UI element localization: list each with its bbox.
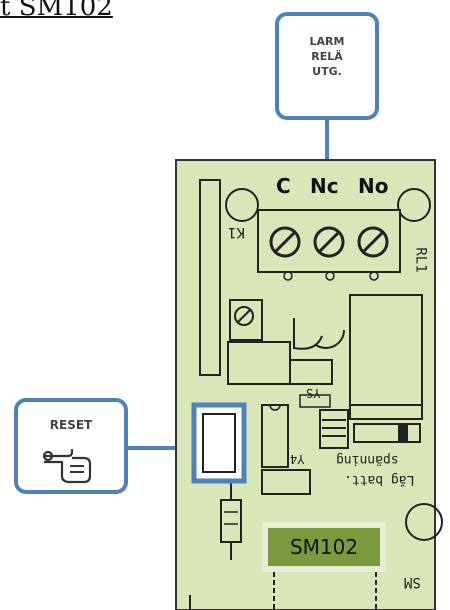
reset-callout-label: RESET	[49, 418, 93, 432]
silk-low-batt: Låg batt.	[344, 472, 415, 487]
chip-u1	[261, 404, 289, 468]
silk-k1: K1	[228, 224, 245, 240]
silk-y4: Y4	[290, 452, 305, 466]
page-title-fragment: t SM102	[0, 0, 113, 22]
terminal-label-c: C	[276, 174, 291, 198]
module-label-plate: SM102	[262, 522, 386, 572]
mounting-hole-bottom-right	[405, 503, 443, 541]
trimmer-pot	[229, 299, 263, 341]
mounting-hole-top-left	[225, 188, 259, 222]
resistor-vertical	[220, 499, 242, 543]
mounting-hole-top-right	[397, 188, 431, 222]
component-block	[227, 341, 291, 385]
pointing-hand-icon	[42, 448, 92, 484]
resistor-ys	[289, 359, 333, 385]
diode	[353, 423, 421, 443]
module-label: SM102	[289, 535, 359, 559]
silk-spanning: spänning	[336, 452, 399, 467]
terminal-screw-nc	[313, 226, 345, 258]
transistor-outline	[293, 318, 323, 350]
terminal-screw-no	[357, 226, 389, 258]
terminal-screw-c	[269, 226, 301, 258]
left-strip	[199, 179, 221, 376]
reset-button-body	[202, 413, 236, 473]
relay-output-callout: LARM RELÄ UTG.	[275, 12, 379, 120]
silk-sm: SM	[404, 574, 421, 590]
relay-component	[349, 294, 423, 406]
relay-callout-line-2: RELÄ	[311, 50, 343, 63]
relay-callout-line-1: LARM	[309, 35, 345, 48]
terminal-label-no: No	[358, 174, 389, 198]
silk-rl1: RL1	[412, 247, 429, 273]
relay-callout-line-3: UTG.	[312, 65, 342, 78]
silk-ys: YS	[306, 386, 321, 400]
crystal-y4	[261, 469, 311, 495]
terminal-label-nc: Nc	[310, 174, 339, 198]
reset-callout: RESET	[14, 398, 128, 494]
